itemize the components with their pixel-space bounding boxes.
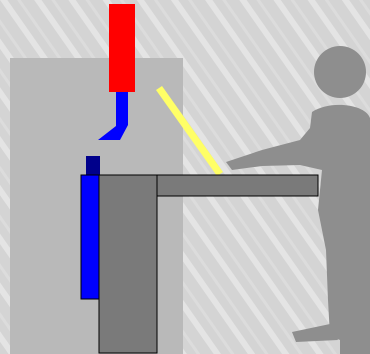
person-head [314,46,366,98]
person-body [226,104,370,354]
person-back-leg [345,240,366,338]
blue-tall-bar [80,174,101,300]
person-foot [292,324,338,342]
yellow-beam [156,86,223,176]
machine-arm [156,174,319,197]
red-block [109,4,135,92]
blue-bracket [98,92,128,140]
blue-small-block [86,156,100,176]
machine-column [98,174,158,354]
person-silhouette-icon [226,46,370,354]
